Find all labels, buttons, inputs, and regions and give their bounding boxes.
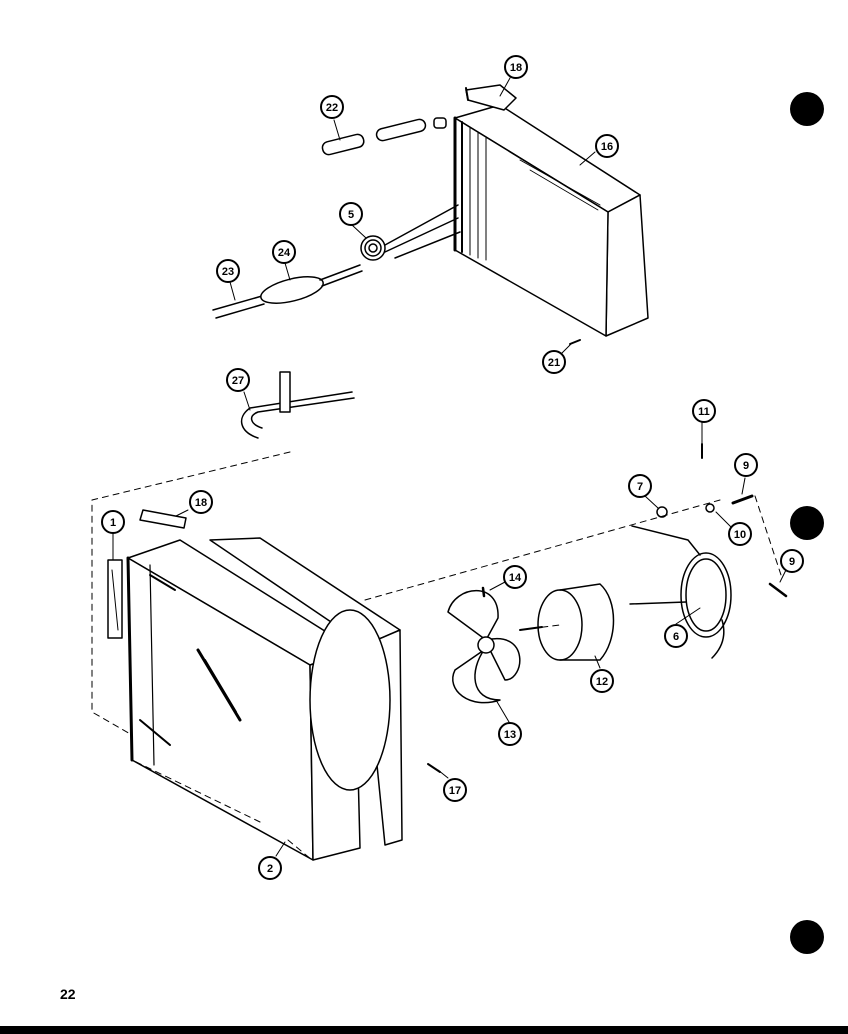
svg-text:2: 2 <box>267 863 273 875</box>
callout-2: 2 <box>258 856 282 880</box>
fan-motor-part <box>519 583 615 661</box>
discharge-tube-part <box>240 371 355 439</box>
callout-17: 17 <box>443 778 467 802</box>
evaporator-coil-part <box>453 104 649 337</box>
callout-21: 21 <box>542 350 566 374</box>
callout-11: 11 <box>692 399 716 423</box>
svg-text:17: 17 <box>449 785 461 797</box>
fan-shroud-part <box>209 537 403 846</box>
svg-text:13: 13 <box>504 729 516 741</box>
callout-24: 24 <box>272 240 296 264</box>
callout-7: 7 <box>628 474 652 498</box>
svg-text:18: 18 <box>510 62 522 74</box>
svg-text:27: 27 <box>232 375 244 387</box>
callout-14: 14 <box>503 565 527 589</box>
svg-text:23: 23 <box>222 266 234 278</box>
callout-10: 10 <box>728 522 752 546</box>
svg-text:7: 7 <box>637 481 643 493</box>
callout-6: 6 <box>664 624 688 648</box>
callout-18-lower: 18 <box>189 490 213 514</box>
drain-tube-part <box>321 117 447 156</box>
callout-1: 1 <box>101 510 125 534</box>
svg-text:6: 6 <box>673 631 679 643</box>
callout-22: 22 <box>320 95 344 119</box>
set-screw-part <box>481 586 486 598</box>
callout-5: 5 <box>339 202 363 226</box>
coil-top-bracket-part <box>465 84 517 111</box>
svg-text:1: 1 <box>110 517 116 529</box>
svg-text:24: 24 <box>278 247 291 259</box>
binder-punch-hole-bottom <box>790 920 824 954</box>
motor-mount-part <box>629 525 732 659</box>
shroud-screw-part <box>427 763 441 773</box>
svg-text:14: 14 <box>509 572 522 584</box>
svg-text:12: 12 <box>596 676 608 688</box>
callout-27: 27 <box>226 368 250 392</box>
callout-12: 12 <box>590 669 614 693</box>
callout-9-lower: 9 <box>780 549 804 573</box>
callout-16: 16 <box>595 134 619 158</box>
svg-text:18: 18 <box>195 497 207 509</box>
leader-lines <box>112 77 787 857</box>
svg-text:10: 10 <box>734 529 746 541</box>
coil-side-bracket-part <box>107 559 123 639</box>
callouts: 18 22 16 5 24 23 <box>101 55 804 880</box>
svg-text:11: 11 <box>698 406 710 418</box>
svg-text:9: 9 <box>789 556 795 568</box>
callout-18: 18 <box>504 55 528 79</box>
fasteners-part <box>656 443 788 598</box>
scan-edge-line <box>0 1026 848 1034</box>
svg-text:22: 22 <box>326 102 338 114</box>
alignment-lines <box>91 451 783 861</box>
svg-text:5: 5 <box>348 209 354 221</box>
fan-blade-part <box>447 590 521 704</box>
svg-text:9: 9 <box>743 460 749 472</box>
capillary-tube-part <box>360 204 461 261</box>
svg-text:21: 21 <box>548 357 560 369</box>
callout-9-upper: 9 <box>734 453 758 477</box>
svg-text:16: 16 <box>601 141 613 153</box>
callout-13: 13 <box>498 722 522 746</box>
page-number: 22 <box>60 986 76 1002</box>
binder-punch-hole-top <box>790 92 824 126</box>
binder-punch-hole-middle <box>790 506 824 540</box>
callout-23: 23 <box>216 259 240 283</box>
condenser-top-bracket-part <box>139 509 187 529</box>
